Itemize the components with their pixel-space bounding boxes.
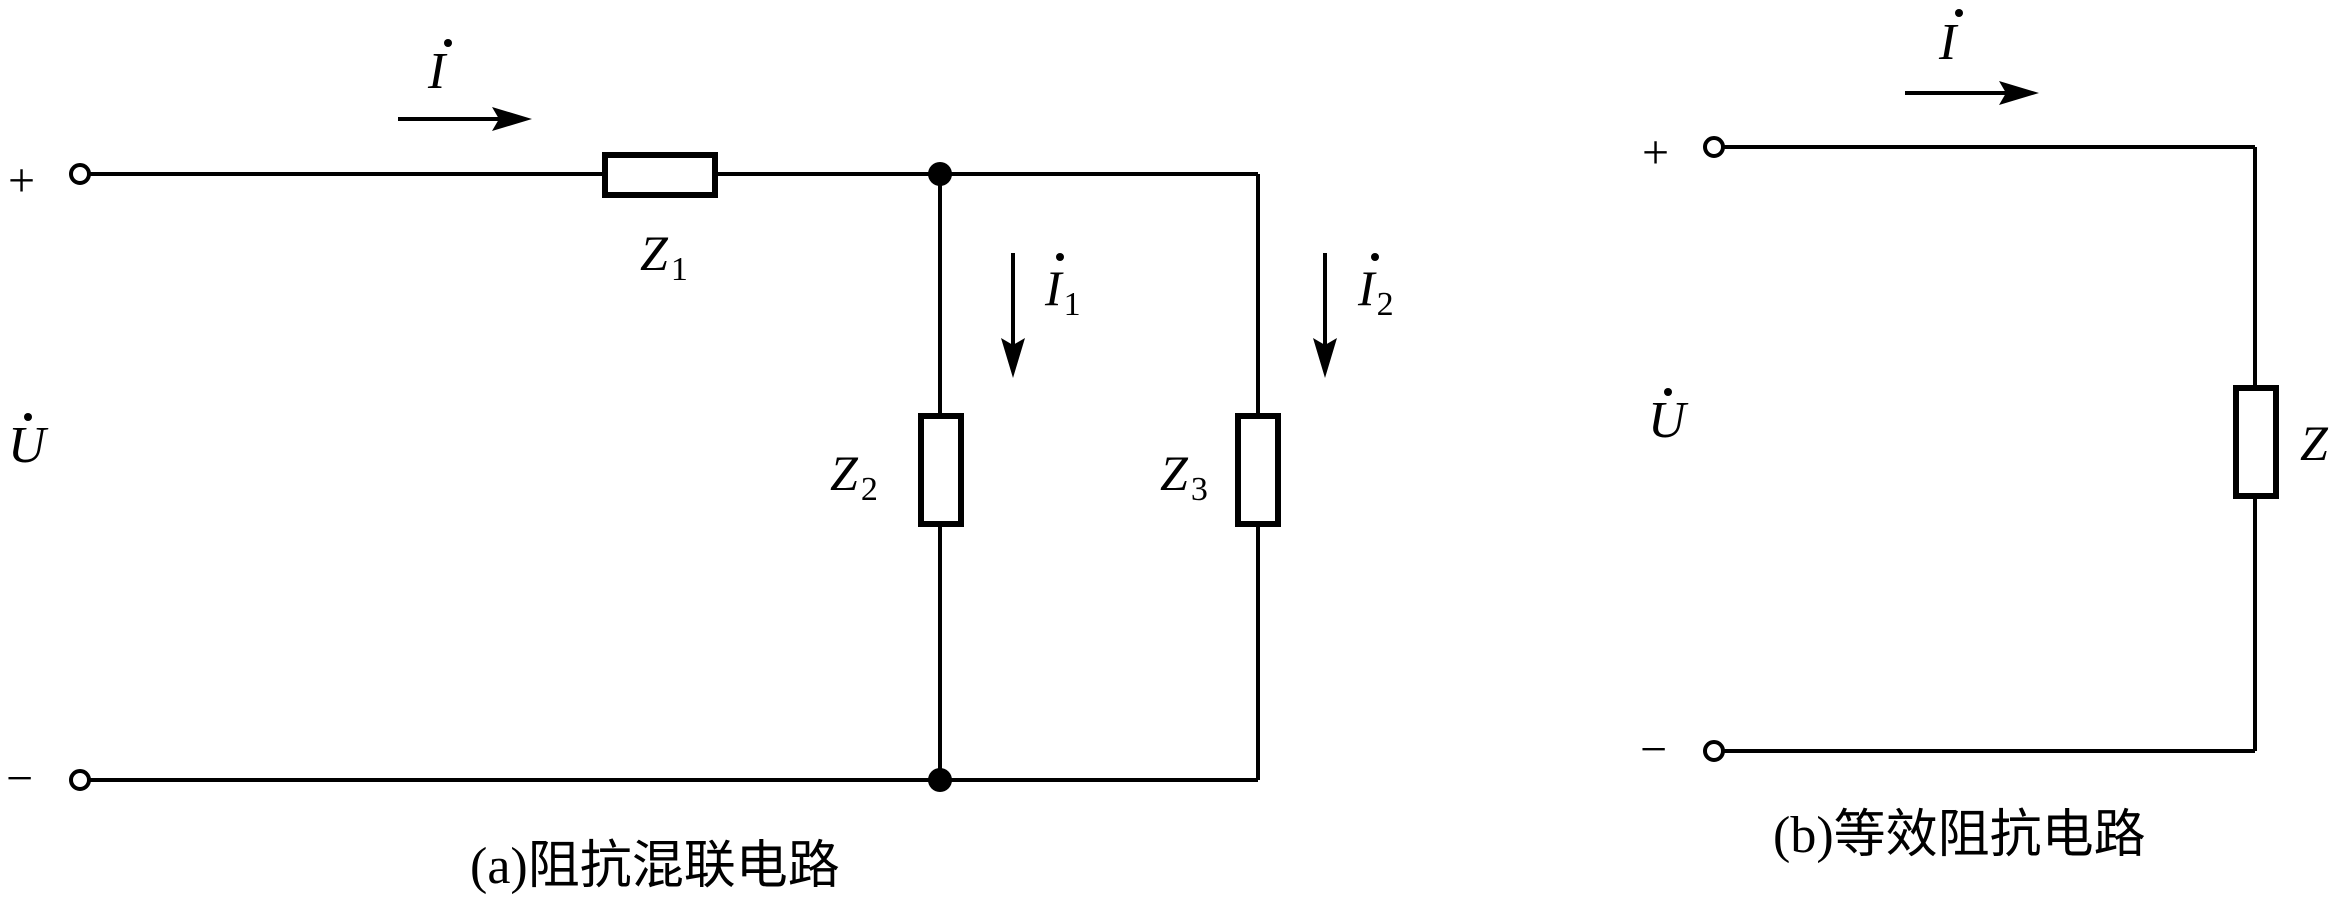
arrow-current-main-b-head — [1999, 81, 2039, 105]
label-terminal-b-minus: − — [1640, 723, 1667, 776]
label-current-i2: I2 — [1357, 260, 1394, 323]
caption-circuit-a: (a)阻抗混联电路 — [470, 838, 840, 895]
terminal-a-minus — [69, 769, 91, 791]
arrow-current-main-a-head — [492, 107, 532, 131]
junction-dot-top — [928, 162, 952, 186]
arrow-current-i2-head — [1313, 338, 1337, 378]
label-voltage-a: U — [8, 417, 49, 474]
label-z2: Z2 — [830, 445, 878, 508]
label-current-main-a: I — [427, 43, 448, 100]
circuit-b — [1703, 81, 2279, 762]
label-z: Z — [2300, 415, 2329, 471]
dot-voltage-b — [1664, 388, 1672, 396]
dot-current-main-b — [1955, 9, 1963, 17]
circuit-a — [69, 107, 1337, 792]
impedance-z — [2233, 385, 2279, 499]
terminal-b-minus — [1703, 740, 1725, 762]
label-current-main-b: I — [1938, 14, 1959, 71]
dot-current-i1 — [1056, 253, 1064, 261]
phasor-dots — [24, 9, 1963, 421]
terminal-a-plus — [69, 163, 91, 185]
dot-current-i2 — [1371, 253, 1379, 261]
label-z3: Z3 — [1160, 445, 1208, 508]
label-z1: Z1 — [640, 225, 688, 288]
label-terminal-b-plus: + — [1642, 126, 1669, 179]
label-voltage-b: U — [1648, 392, 1689, 449]
impedance-z3 — [1235, 413, 1281, 527]
arrow-current-i1-head — [1001, 338, 1025, 378]
terminal-b-plus — [1703, 136, 1725, 158]
label-terminal-a-plus: + — [8, 154, 35, 207]
caption-circuit-b: (b)等效阻抗电路 — [1773, 807, 2146, 864]
label-terminal-a-minus: − — [6, 752, 33, 805]
impedance-z1 — [602, 152, 718, 198]
impedance-z2 — [918, 413, 964, 527]
dot-current-main-a — [444, 39, 452, 47]
junction-dot-bottom — [928, 768, 952, 792]
label-current-i1: I1 — [1044, 260, 1081, 323]
dot-voltage-a — [24, 413, 32, 421]
